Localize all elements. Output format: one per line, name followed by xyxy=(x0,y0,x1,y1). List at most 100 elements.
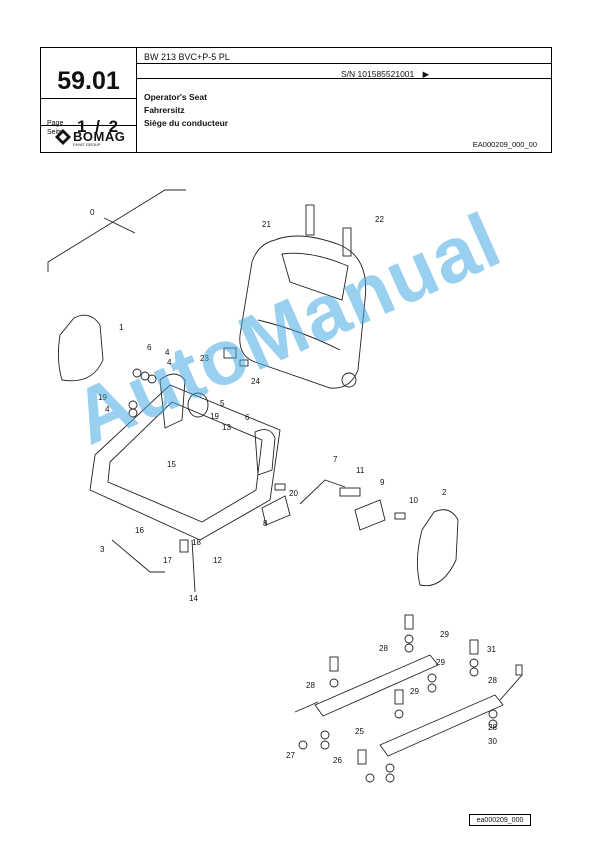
bolt-28 xyxy=(329,656,339,672)
label-6: 6 xyxy=(147,343,152,352)
washer xyxy=(394,709,404,719)
leader-line xyxy=(103,217,136,234)
title-block: Operator's Seat Fahrersitz Siège du cond… xyxy=(144,91,228,130)
washer xyxy=(469,667,479,677)
backrest-handle xyxy=(281,252,349,301)
seat-pan xyxy=(89,384,281,541)
label-30: 30 xyxy=(488,737,497,746)
leader-line xyxy=(499,674,523,701)
label-4: 4 xyxy=(105,405,110,414)
bolt-17 xyxy=(179,539,189,553)
bolt-small xyxy=(515,664,523,676)
bolt-10 xyxy=(394,512,406,520)
label-12: 12 xyxy=(213,556,222,565)
label-11: 11 xyxy=(356,466,365,475)
header-block: 59.01 Page Seite 1 / 2 BOMAG FAYAT GROUP… xyxy=(40,47,552,153)
page-current: 1 xyxy=(77,117,87,136)
backrest-knob xyxy=(341,372,357,388)
washer xyxy=(128,408,138,418)
header-rule xyxy=(137,63,552,64)
washer xyxy=(320,740,330,750)
arrow-right-icon: ▶ xyxy=(422,69,430,79)
washer xyxy=(427,673,437,683)
label-28: 28 xyxy=(306,681,315,690)
washer xyxy=(404,634,414,644)
title-german: Fahrersitz xyxy=(144,105,185,115)
part-20 xyxy=(274,483,286,491)
backrest-contour xyxy=(257,319,341,351)
seat-pan-inner xyxy=(107,401,263,523)
label-9: 9 xyxy=(380,478,385,487)
washer xyxy=(132,368,142,378)
washer xyxy=(298,740,308,750)
title-french: Siège du conducteur xyxy=(144,118,229,128)
image-reference: ea000209_000 xyxy=(469,814,531,826)
header-divider xyxy=(136,48,137,152)
page-total: 2 xyxy=(108,117,119,136)
label-25: 25 xyxy=(355,727,364,736)
label-28: 28 xyxy=(379,644,388,653)
spring-5 xyxy=(187,392,209,418)
label-18: 18 xyxy=(192,538,201,547)
label-14: 14 xyxy=(189,594,198,603)
washer xyxy=(320,730,330,740)
label-2: 2 xyxy=(442,488,447,497)
washer xyxy=(404,643,414,653)
side-cover-right xyxy=(417,509,459,587)
bolt-28 xyxy=(404,614,414,630)
label-28: 28 xyxy=(488,676,497,685)
label-19: 19 xyxy=(210,412,219,421)
washer xyxy=(488,719,498,729)
page-separator: / xyxy=(95,117,100,136)
label-24: 24 xyxy=(251,377,260,386)
bolt-31 xyxy=(469,639,479,655)
serial-text: S/N 101585521001 xyxy=(341,69,415,79)
page-number: 1 / 2 xyxy=(77,117,118,137)
label-8: 8 xyxy=(263,519,268,528)
washer xyxy=(329,678,339,688)
seat-bracket-left xyxy=(159,373,186,429)
label-28: 28 xyxy=(488,723,497,732)
side-cover-left xyxy=(57,314,104,382)
part-24 xyxy=(239,359,249,367)
bomag-logo: BOMAG FAYAT GROUP xyxy=(55,129,135,149)
label-31: 31 xyxy=(487,645,496,654)
rail-handle xyxy=(294,701,319,713)
model-name: BW 213 BVC+P-5 PL xyxy=(144,52,230,62)
section-code: 59.01 xyxy=(57,67,120,95)
washer xyxy=(427,683,437,693)
label-4: 4 xyxy=(165,348,170,357)
page-label: Page Seite xyxy=(47,120,64,136)
label-27: 27 xyxy=(286,751,295,760)
washer xyxy=(147,374,157,384)
serial-number: S/N 101585521001 ▶ xyxy=(341,69,429,80)
backrest-part xyxy=(239,235,367,389)
label-19: 19 xyxy=(98,393,107,402)
leader-line xyxy=(111,539,165,573)
washer xyxy=(385,763,395,773)
label-0: 0 xyxy=(90,208,95,217)
lever-7 xyxy=(299,479,346,505)
header-rule xyxy=(137,78,552,79)
label-15: 15 xyxy=(167,460,176,469)
washer xyxy=(469,658,479,668)
label-29: 29 xyxy=(440,630,449,639)
header-rule xyxy=(41,125,137,126)
label-17: 17 xyxy=(163,556,172,565)
seat-bracket-right xyxy=(254,429,276,476)
label-6: 6 xyxy=(245,413,250,422)
part-23 xyxy=(223,347,237,359)
bolt-26 xyxy=(357,749,367,765)
label-29: 29 xyxy=(410,687,419,696)
washer xyxy=(385,773,395,783)
label-7: 7 xyxy=(333,455,338,464)
slide-rail-left xyxy=(314,654,439,717)
label-16: 16 xyxy=(135,526,144,535)
label-5: 5 xyxy=(220,399,225,408)
logo-subtext: FAYAT GROUP xyxy=(73,142,101,147)
bomag-diamond-icon xyxy=(55,129,71,145)
part-11 xyxy=(339,487,361,497)
logo-text: BOMAG xyxy=(73,129,126,144)
header-rule xyxy=(41,98,137,99)
